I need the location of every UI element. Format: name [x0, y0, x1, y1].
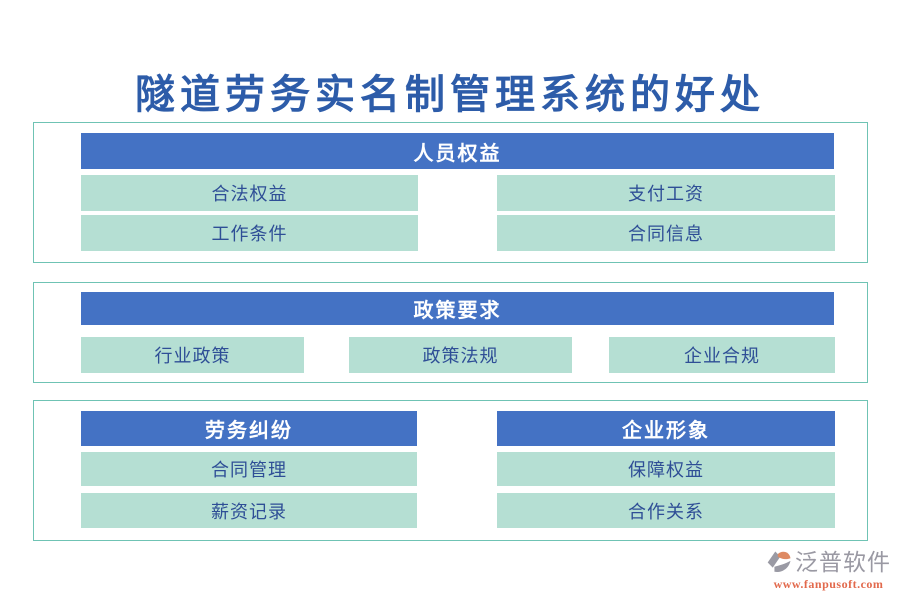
page-title: 隧道劳务实名制管理系统的好处 [135, 72, 765, 117]
item-legal-rights: 合法权益 [81, 175, 418, 211]
item-protect-rights: 保障权益 [497, 452, 835, 486]
fanpu-logo-row: 泛普软件 [766, 549, 891, 576]
fanpu-logo: 泛普软件 www.fanpusoft.com [766, 549, 891, 592]
header-labor-disputes: 劳务纠纷 [81, 411, 417, 446]
item-industry-policy: 行业政策 [81, 337, 304, 373]
header-corporate-image: 企业形象 [497, 411, 835, 446]
section-policy-requirements: 政策要求 行业政策 政策法规 企业合规 [33, 282, 868, 383]
logo-brand-text: 泛普软件 [795, 550, 891, 575]
section-disputes-and-image: 劳务纠纷 企业形象 合同管理 保障权益 薪资记录 合作关系 [33, 400, 868, 541]
item-contract-management: 合同管理 [81, 452, 417, 486]
header-policy-requirements: 政策要求 [81, 292, 834, 325]
item-working-conditions: 工作条件 [81, 215, 418, 251]
header-personnel-rights: 人员权益 [81, 133, 834, 169]
section-personnel-rights: 人员权益 合法权益 支付工资 工作条件 合同信息 [33, 122, 868, 263]
item-policy-regulations: 政策法规 [349, 337, 572, 373]
item-enterprise-compliance: 企业合规 [609, 337, 835, 373]
item-salary-records: 薪资记录 [81, 493, 417, 528]
logo-website-text: www.fanpusoft.com [773, 577, 884, 591]
item-pay-wages: 支付工资 [497, 175, 835, 211]
fanpu-logo-icon [767, 551, 791, 572]
item-contract-info: 合同信息 [497, 215, 835, 251]
item-cooperation-relations: 合作关系 [497, 493, 835, 528]
